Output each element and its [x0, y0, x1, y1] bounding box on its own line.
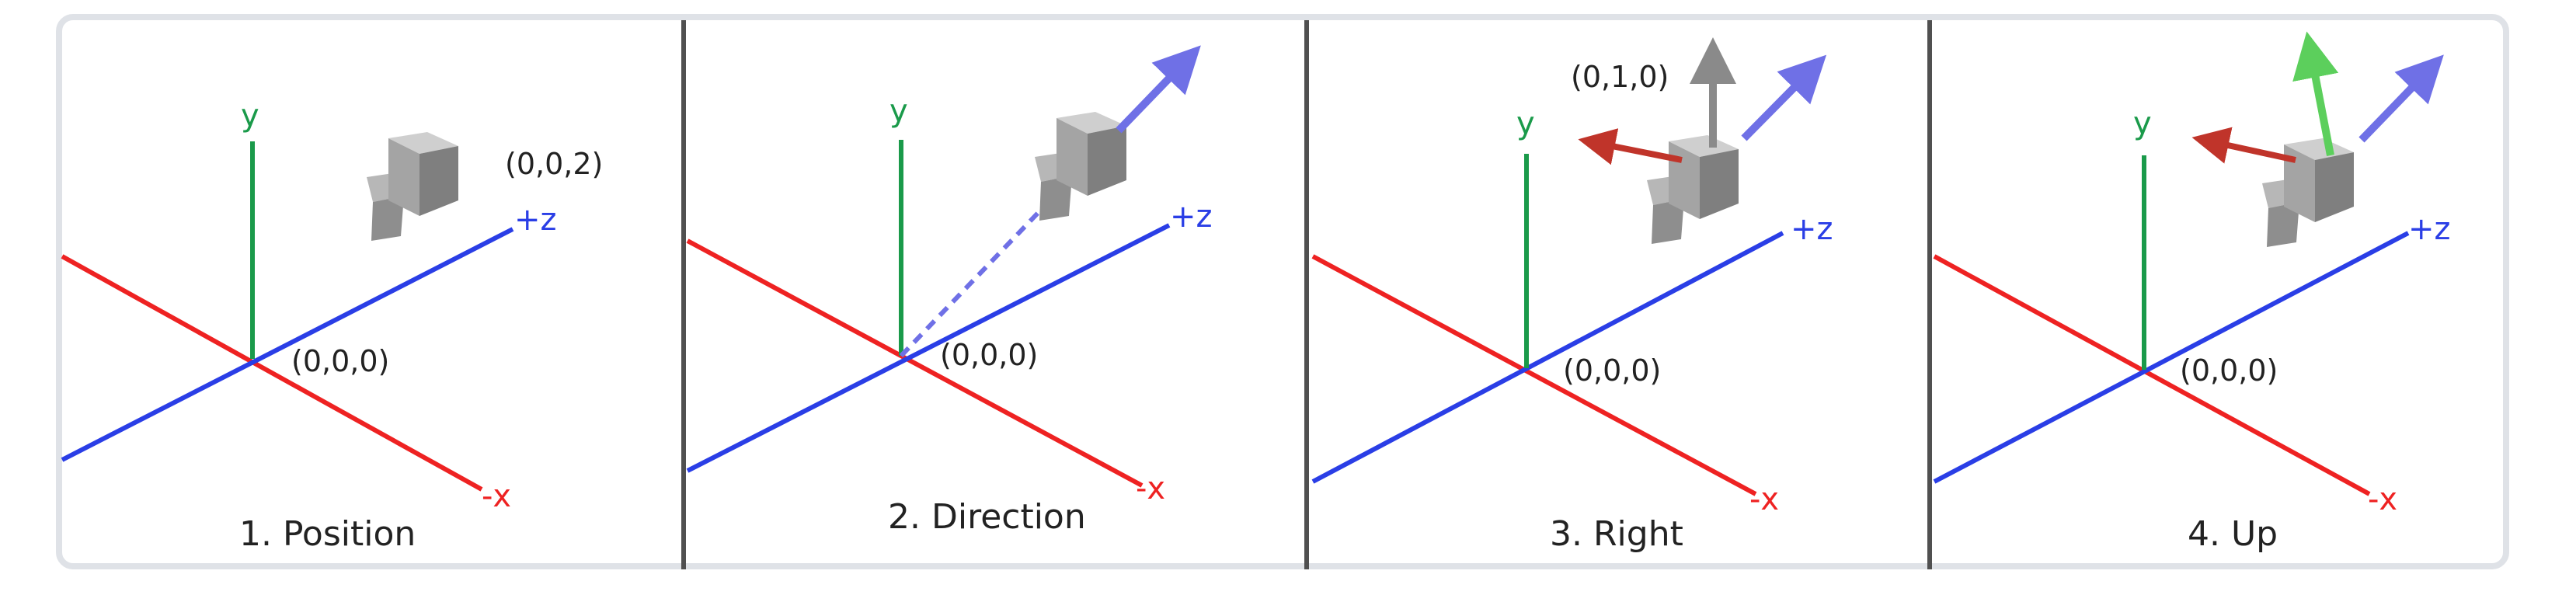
z-axis-label: +z: [2408, 211, 2451, 247]
x-axis-label: -x: [1136, 471, 1165, 506]
world-up-label: (0,1,0): [1571, 60, 1669, 94]
panel-title: 4. Up: [2188, 514, 2278, 554]
panel-title: 1. Position: [239, 514, 416, 554]
panel-right: (0,1,0) y +z -x (0,0,0) 3. Right: [1311, 37, 1833, 554]
panel-title: 3. Right: [1550, 514, 1683, 554]
z-axis-line: [1933, 231, 2410, 484]
y-axis-label: y: [241, 98, 259, 134]
panel-position: y +z -x (0,0,0) (0,0,2) 1. Position: [61, 98, 603, 554]
origin-label: (0,0,0): [940, 338, 1038, 372]
x-axis-line: [61, 254, 483, 492]
camera-cube: [1647, 135, 1739, 244]
direction-arrow: [1116, 45, 1201, 134]
y-axis-label: y: [1516, 106, 1535, 141]
panel-up: y +z -x (0,0,0) 4. Up: [1933, 31, 2451, 554]
y-axis-label: y: [2133, 106, 2152, 141]
z-axis-label: +z: [1170, 199, 1213, 235]
origin-label: (0,0,0): [291, 344, 389, 378]
x-axis-line: [1933, 254, 2371, 496]
z-axis-label: +z: [1791, 211, 1833, 247]
direction-dashed-line: [899, 206, 1045, 358]
x-axis-label: -x: [1749, 482, 1779, 517]
origin-label: (0,0,0): [1563, 353, 1661, 388]
z-axis-line: [1311, 231, 1784, 484]
x-axis-label: -x: [2368, 482, 2397, 517]
origin-label: (0,0,0): [2180, 353, 2278, 388]
object-position-label: (0,0,2): [505, 147, 603, 181]
panel-title: 2. Direction: [888, 497, 1086, 537]
panel-direction: y +z -x (0,0,0) 2. Direction: [686, 45, 1213, 537]
camera-cube: [367, 132, 458, 241]
z-axis-line: [61, 227, 514, 462]
direction-arrow: [1741, 54, 1827, 141]
direction-arrow: [2358, 54, 2444, 143]
x-axis-label: -x: [482, 478, 511, 514]
camera-up-arrow: [2292, 31, 2339, 156]
z-axis-label: +z: [514, 202, 557, 238]
right-arrow: [1578, 128, 1683, 165]
z-axis-line: [686, 223, 1171, 473]
right-arrow: [2191, 127, 2296, 164]
x-axis-line: [1311, 254, 1757, 496]
y-axis-label: y: [889, 93, 908, 129]
x-axis-line: [686, 238, 1144, 488]
diagram-frame: [56, 14, 2509, 569]
camera-cube: [1035, 112, 1126, 221]
